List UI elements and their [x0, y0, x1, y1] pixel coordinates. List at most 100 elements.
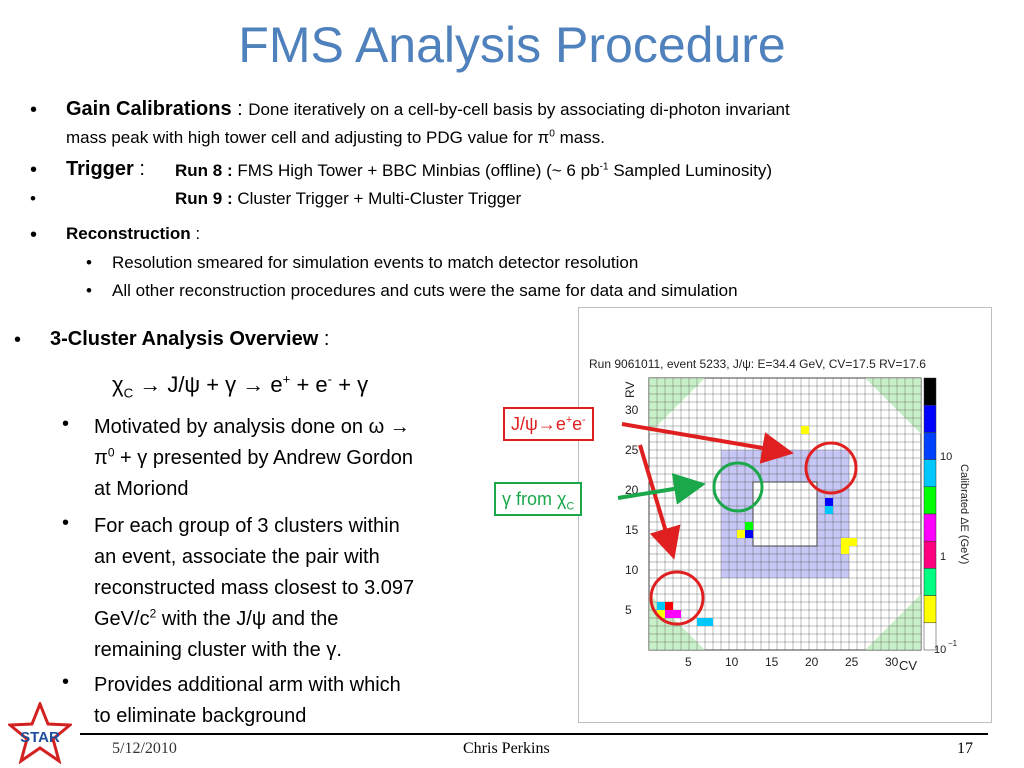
hit-cell	[849, 538, 857, 546]
callout-gamma-a: γ from χ	[502, 489, 567, 509]
bullet-marker: •	[14, 329, 22, 351]
reco-sep: :	[190, 224, 201, 243]
sub3-line2: to eliminate background	[94, 705, 307, 727]
y-tick-label: 20	[625, 483, 639, 497]
run8-sup: -1	[599, 161, 609, 173]
color-bar-segment	[923, 432, 937, 460]
color-bar-segment	[923, 622, 937, 651]
x-axis-title: CV	[899, 658, 917, 673]
footer-author: Chris Perkins	[463, 740, 550, 757]
bullet-marker: •	[86, 281, 92, 300]
bullet-trigger: Trigger :	[66, 157, 1006, 181]
footer-page-number: 17	[957, 740, 973, 757]
run8-label: Run 8 :	[175, 161, 233, 180]
bullet-marker: •	[30, 189, 36, 208]
bullet-marker: •	[30, 99, 38, 121]
hit-cell	[841, 538, 849, 546]
callout-jpsi-sup2: -	[582, 414, 586, 426]
color-bar-segment	[923, 459, 937, 488]
sub2-line4a: GeV/c	[94, 608, 150, 630]
bullet-marker: •	[30, 159, 38, 181]
y-tick-label: 25	[625, 443, 639, 457]
star-logo: STAR	[8, 702, 72, 764]
callout-gamma: γ from χC	[494, 482, 583, 516]
z-axis-title: Calibrated ΔE (GeV)	[958, 464, 970, 564]
sub2-line4: GeV/c2 with the J/ψ and the	[94, 604, 484, 635]
cluster-equation: χC → J/ψ + γ → e+ + e- + γ	[112, 371, 532, 401]
sub1-line2: π0 + γ presented by Andrew Gordon	[94, 443, 484, 474]
sub2-line1: For each group of 3 clusters within	[94, 515, 400, 537]
cluster-heading: 3-Cluster Analysis Overview :	[50, 327, 550, 351]
z-tick-mid: 1	[940, 551, 946, 563]
eq-sup-minus: -	[327, 371, 333, 387]
eq-text-3: + γ	[332, 372, 369, 397]
run8-text: FMS High Tower + BBC Minbias (offline) (…	[232, 161, 600, 180]
x-tick-label: 30	[885, 655, 899, 669]
footer-divider	[80, 733, 988, 735]
gain-text-3: mass.	[554, 128, 605, 147]
slide-title: FMS Analysis Procedure	[238, 17, 786, 73]
hit-cell	[745, 530, 753, 538]
cluster-sub2: For each group of 3 clusters within an e…	[94, 511, 484, 666]
gain-label: Gain Calibrations	[66, 98, 232, 120]
sub2-sup: 2	[149, 606, 157, 621]
reco-sub1: Resolution smeared for simulation events…	[112, 253, 639, 272]
y-axis-title: RV	[623, 382, 637, 398]
bullet-gain-cont: mass peak with high tower cell and adjus…	[66, 127, 1006, 149]
run9-text: Cluster Trigger + Multi-Cluster Trigger	[232, 189, 522, 208]
event-display-plot: Run 9061011, event 5233, J/ψ: E=34.4 GeV…	[589, 357, 970, 673]
bullet-gain: Gain Calibrations : Done iteratively on …	[66, 97, 1006, 121]
eq-text-2: + e	[290, 372, 328, 397]
gain-text-1: Done iteratively on a cell-by-cell basis…	[248, 100, 790, 119]
hit-cell	[825, 506, 833, 514]
hit-cell	[745, 522, 753, 530]
star-logo-icon	[8, 702, 72, 764]
sub2-line5: remaining cluster with the γ.	[94, 639, 342, 661]
run8-line: Run 8 : FMS High Tower + BBC Minbias (of…	[175, 160, 995, 182]
sub1-line1: Motivated by analysis done on ω →	[94, 416, 410, 438]
sub2-line3: reconstructed mass closest to 3.097	[94, 577, 415, 599]
grid-corner-region	[865, 378, 921, 434]
hit-cell	[665, 602, 673, 610]
cluster-sub1: Motivated by analysis done on ω → π0 + γ…	[94, 412, 484, 505]
gain-sep: :	[231, 98, 249, 120]
hit-cell	[665, 610, 673, 618]
reco-sub2: All other reconstruction procedures and …	[112, 281, 738, 300]
trigger-label: Trigger	[66, 158, 134, 180]
hit-cell	[737, 530, 745, 538]
sub1-line3: at Moriond	[94, 478, 189, 500]
sub2-line2: an event, associate the pair with	[94, 546, 380, 568]
callout-jpsi-sup1: +	[565, 414, 573, 426]
grid-corner-region	[649, 378, 705, 434]
bullet-reco: Reconstruction :	[66, 223, 966, 245]
eq-text-1: → J/ψ + γ → e	[133, 372, 283, 397]
sub1-line2a: π	[94, 447, 108, 469]
callout-jpsi-a: J/ψ→e	[511, 414, 566, 434]
callout-jpsi-b: e	[572, 414, 583, 434]
sub1-line2b: + γ presented by Andrew Gordon	[114, 447, 414, 469]
cluster-sep: :	[318, 328, 330, 350]
callout-gamma-sub: C	[566, 500, 575, 513]
bullet-marker: •	[86, 253, 92, 272]
x-tick-label: 20	[805, 655, 819, 669]
bullet-marker: •	[30, 224, 38, 246]
y-tick-label: 10	[625, 563, 639, 577]
z-tick-high: 10	[940, 451, 952, 463]
run9-label: Run 9 :	[175, 189, 233, 208]
y-tick-label: 5	[625, 603, 632, 617]
event-display-frame: Run 9061011, event 5233, J/ψ: E=34.4 GeV…	[578, 307, 992, 723]
sub1-sup: 0	[107, 445, 115, 460]
y-tick-label: 30	[625, 403, 639, 417]
color-bar-segment	[923, 595, 937, 624]
hit-cell	[657, 602, 665, 610]
gain-text-2: mass peak with high tower cell and adjus…	[66, 128, 550, 147]
trigger-sep: :	[133, 158, 145, 180]
bullet-marker: •	[62, 512, 70, 534]
gain-sup: 0	[549, 128, 555, 140]
eq-sub: C	[123, 385, 134, 401]
x-tick-label: 5	[685, 655, 692, 669]
plot-header: Run 9061011, event 5233, J/ψ: E=34.4 GeV…	[589, 357, 926, 371]
bullet-marker: •	[62, 671, 70, 693]
